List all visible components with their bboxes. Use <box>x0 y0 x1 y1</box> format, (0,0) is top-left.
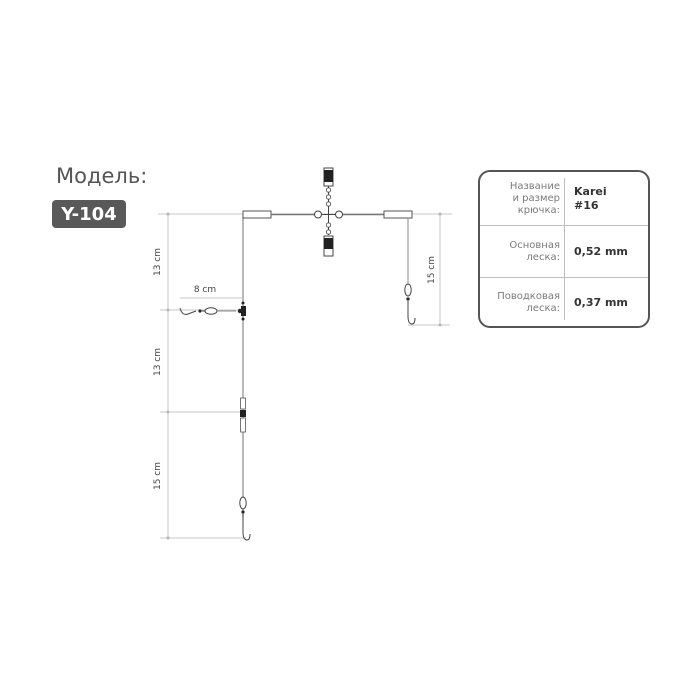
spec-label-hook: Название и размер крючка: <box>509 180 560 216</box>
middle-swivel-icon <box>240 397 246 433</box>
specs-table: Название и размер крючка: Karei #16 Осно… <box>478 170 650 328</box>
dim-label-middle-main: 13 cm <box>153 348 163 376</box>
right-leader-hook-icon <box>404 218 416 325</box>
spec-label-main-line: Основная леска: <box>509 239 560 263</box>
dimension-ticks <box>166 212 442 540</box>
dim-label-side-leader: 8 cm <box>194 285 216 295</box>
boom-arm <box>242 210 413 219</box>
spec-label-leader-line: Поводковая леска: <box>497 290 560 314</box>
spec-row-main-line: Основная леска: 0,52 mm <box>480 225 648 278</box>
spec-value-leader-line: 0,37 mm <box>574 295 628 309</box>
spec-value-hook: Karei #16 <box>574 184 607 212</box>
spec-value-main-line: 0,52 mm <box>574 244 628 258</box>
spec-row-leader-line: Поводковая леска: 0,37 mm <box>480 276 648 329</box>
swivel-icon <box>323 167 334 257</box>
dim-label-bottom-leader: 15 cm <box>153 462 163 490</box>
dim-label-right-leader: 15 cm <box>427 256 437 284</box>
side-leader-hook-icon <box>179 307 236 315</box>
model-code-badge: Y-104 <box>52 200 126 228</box>
specs-column-divider <box>564 178 565 320</box>
spec-row-hook: Название и размер крючка: Karei #16 <box>480 172 648 225</box>
dim-label-upper-main: 13 cm <box>153 248 163 276</box>
model-label: Модель: <box>56 164 148 188</box>
specs-row-divider <box>480 225 648 226</box>
specs-row-divider <box>480 277 648 278</box>
bottom-hook-icon <box>239 496 251 541</box>
side-swivel-icon <box>237 301 246 321</box>
